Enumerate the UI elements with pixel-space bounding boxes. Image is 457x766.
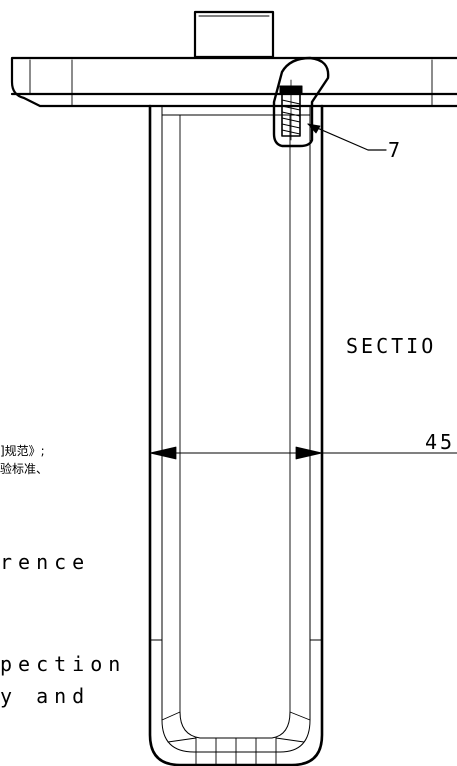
note-cn-line1: ]规范》; — [0, 444, 45, 458]
bottom-fillet-l2 — [167, 737, 197, 743]
callout-leader — [307, 123, 387, 151]
callout-arrowhead — [307, 123, 321, 134]
note-en-line3: y and — [0, 684, 91, 708]
flange-plate — [10, 56, 457, 108]
bottom-fillet-r2 — [275, 737, 305, 743]
top-boss — [193, 10, 275, 59]
note-en-line2: pection — [0, 652, 127, 676]
bottom-chamber — [179, 711, 291, 739]
tube-inner-wall — [161, 105, 311, 753]
dimension-value: 45 — [425, 430, 456, 454]
dimension-arrow-left — [149, 446, 177, 460]
clip-outline — [272, 56, 330, 148]
dimension-arrow-right — [295, 446, 323, 460]
note-cn-line2: 验标准、 — [0, 462, 49, 476]
callout-number: 7 — [388, 138, 404, 162]
bottom-fillet-r — [289, 711, 311, 721]
bottom-fillet-l — [161, 711, 181, 721]
note-en-line1: rence — [0, 550, 91, 574]
tube-outline — [148, 104, 324, 766]
section-label: SECTIO — [346, 334, 437, 358]
